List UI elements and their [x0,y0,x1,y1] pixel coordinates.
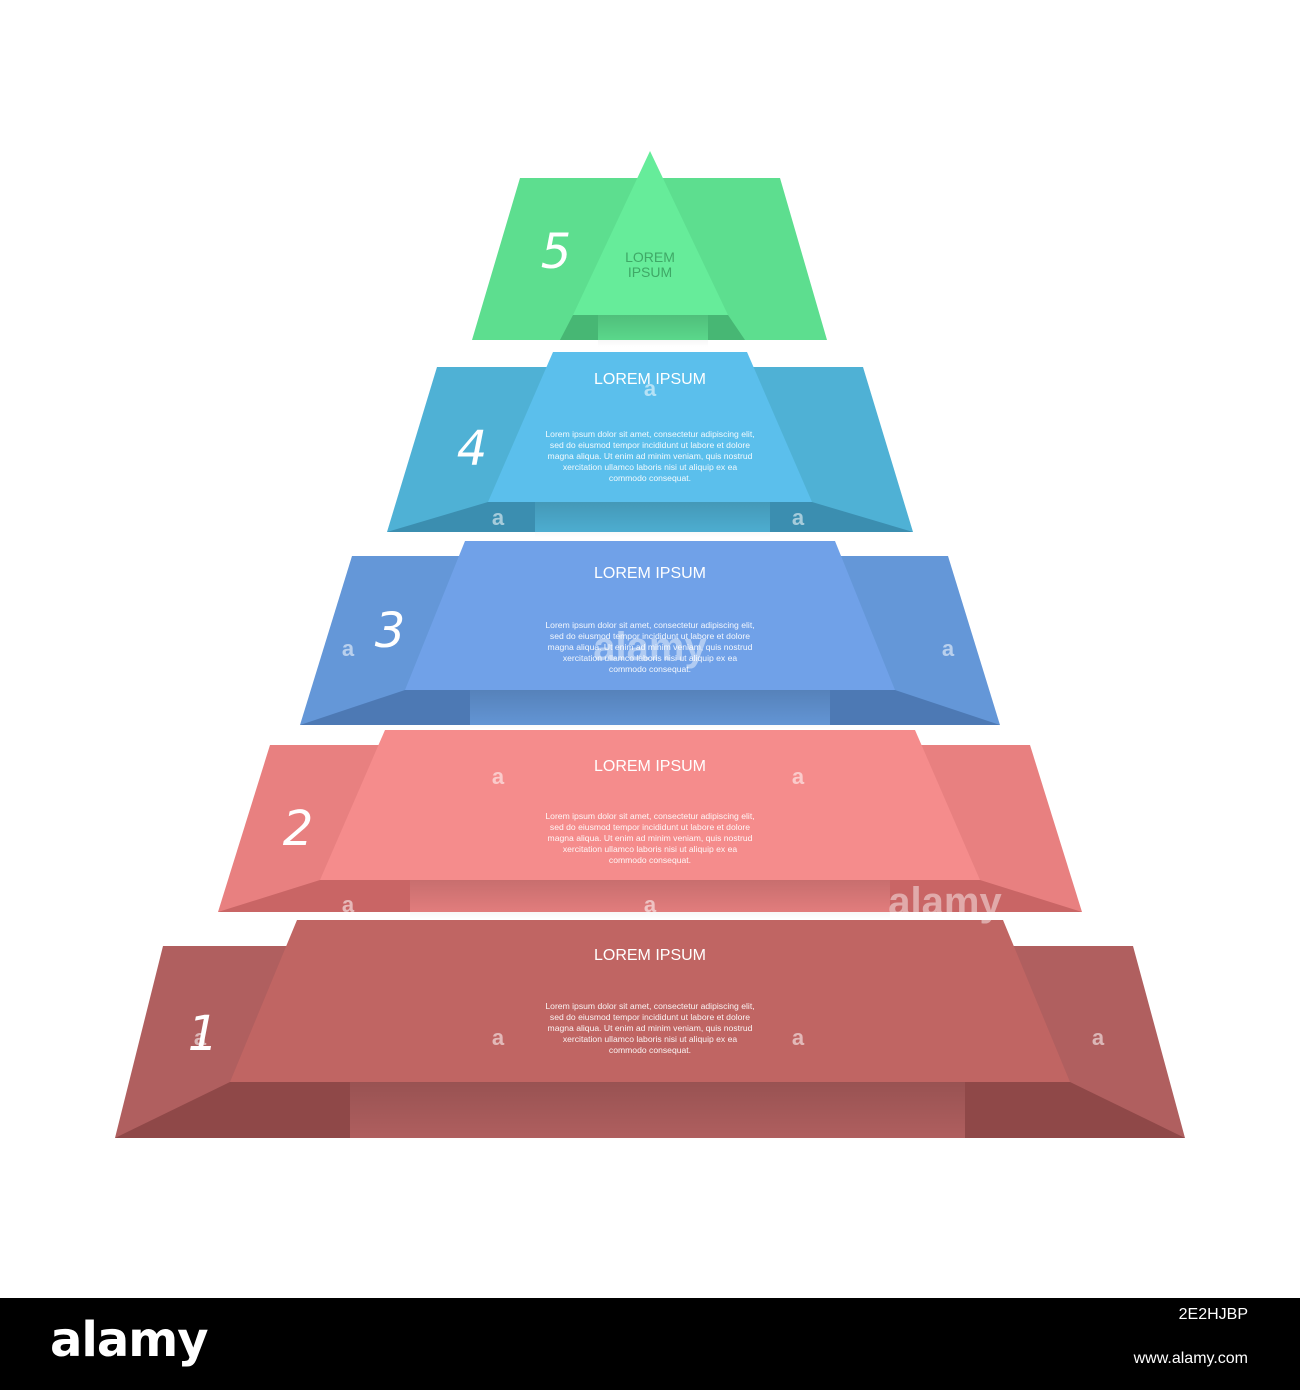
level-1: 1 LOREM IPSUM Lorem ipsum dolor sit amet… [115,920,1185,1140]
level-4-fold-left [387,502,535,532]
level-1-shadow [350,1080,965,1140]
level-3: 3 LOREM IPSUM Lorem ipsum dolor sit amet… [300,541,1000,730]
level-2-front [320,730,980,880]
level-5-title-line-1: LOREM [625,249,675,265]
watermark-glyph: a [792,1025,805,1050]
level-1-body-line: magna aliqua. Ut enim ad minim veniam, q… [548,1023,753,1033]
level-3-fold-right [830,690,1000,725]
level-2-body-line: xercitation ullamco laboris nisi ut aliq… [563,844,738,854]
level-2-fold-right [890,880,1082,912]
level-4-front [488,352,812,502]
level-1-body-line: commodo consequat. [609,1045,691,1055]
level-4-number: 4 [457,421,488,477]
level-3-body-line: sed do eiusmod tempor incididunt ut labo… [550,631,750,641]
level-5-shadow [598,315,708,347]
level-2-body-line: sed do eiusmod tempor incididunt ut labo… [550,822,750,832]
watermark-glyph: a [342,636,355,661]
level-1-number: 1 [188,1006,219,1062]
level-3-front [405,541,895,690]
level-2-number: 2 [283,801,314,857]
level-3-fold-left [300,690,470,725]
level-2-body-line: Lorem ipsum dolor sit amet, consectetur … [545,811,754,821]
level-3-title: LOREM IPSUM [594,565,706,582]
level-2-body-line: magna aliqua. Ut enim ad minim veniam, q… [548,833,753,843]
watermark-glyph: a [792,505,805,530]
level-1-body-line: sed do eiusmod tempor incididunt ut labo… [550,1012,750,1022]
level-4-shadow [535,502,770,538]
level-4-title: LOREM IPSUM [594,371,706,388]
level-2: 2 LOREM IPSUM Lorem ipsum dolor sit amet… [218,730,1082,920]
level-5-title-line-2: IPSUM [628,264,672,280]
watermark-glyph: a [644,892,657,917]
level-5-fold-left [560,315,598,340]
level-5-number: 5 [541,224,572,280]
alamy-logo: alamy [50,1312,209,1368]
watermark-glyph: a [492,505,505,530]
level-4-body-line: xercitation ullamco laboris nisi ut aliq… [563,462,738,472]
footer-bar: alamy 2E2HJBP www.alamy.com [0,1298,1300,1390]
watermark-glyph: a [342,892,355,917]
level-3-body-line: magna aliqua. Ut enim ad minim veniam, q… [548,642,753,652]
level-4-body-line: Lorem ipsum dolor sit amet, consectetur … [545,429,754,439]
level-3-shadow [470,690,830,730]
watermark-glyph: a [492,1025,505,1050]
watermark-glyph: a [1092,1025,1105,1050]
level-1-body-line: xercitation ullamco laboris nisi ut aliq… [563,1034,738,1044]
watermark-glyph: a [792,764,805,789]
level-3-number: 3 [375,603,406,659]
level-4-body-line: magna aliqua. Ut enim ad minim veniam, q… [548,451,753,461]
watermark-glyph: a [942,636,955,661]
level-5: 5 LOREM IPSUM [472,151,827,347]
watermark-glyph: a [492,764,505,789]
level-1-title: LOREM IPSUM [594,947,706,964]
level-3-body-line: Lorem ipsum dolor sit amet, consectetur … [545,620,754,630]
level-5-fold-right [708,315,745,340]
image-id: 2E2HJBP [1178,1306,1248,1323]
site-url: www.alamy.com [1133,1350,1248,1367]
level-1-body-line: Lorem ipsum dolor sit amet, consectetur … [545,1001,754,1011]
watermark-word: alamy [593,625,707,669]
watermark-glyph: a [194,1025,207,1050]
level-4-body-line: commodo consequat. [609,473,691,483]
level-2-fold-left [218,880,410,912]
level-2-shadow [410,880,890,920]
level-3-body-line: commodo consequat. [609,664,691,674]
level-2-title: LOREM IPSUM [594,758,706,775]
level-1-front [230,920,1070,1082]
level-2-body-line: commodo consequat. [609,855,691,865]
level-4: 4 LOREM IPSUM Lorem ipsum dolor sit amet… [387,352,913,538]
watermark: alamy alamy a a a a a a a a a a a a a [194,376,1105,1050]
level-3-body-line: xercitation ullamco laboris nisi ut aliq… [563,653,738,663]
level-5-front [573,151,728,315]
pyramid-diagram: 1 LOREM IPSUM Lorem ipsum dolor sit amet… [115,151,1185,1140]
level-4-body-line: sed do eiusmod tempor incididunt ut labo… [550,440,750,450]
level-1-fold-left [115,1082,350,1138]
watermark-word: alamy [888,880,1002,924]
level-4-fold-right [770,502,913,532]
watermark-glyph: a [644,376,657,401]
level-1-fold-right [965,1082,1185,1138]
